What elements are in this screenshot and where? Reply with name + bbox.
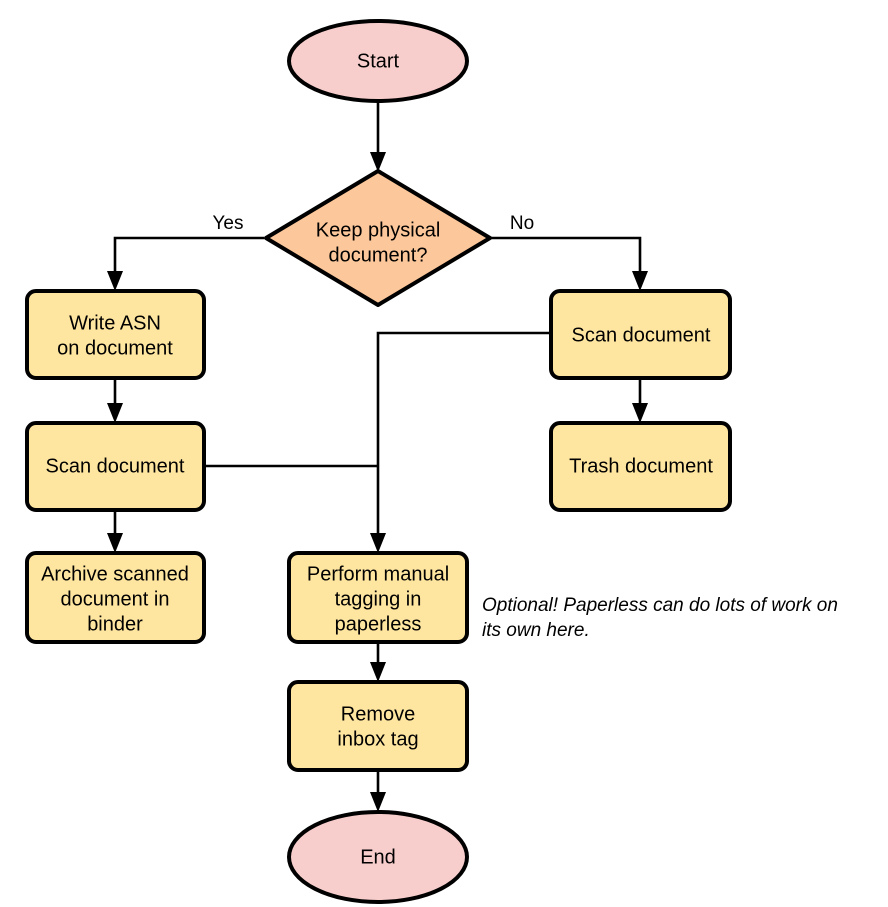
node-trash-document[interactable]: Trash document — [549, 421, 732, 512]
archive-label-line2: document in — [61, 588, 170, 610]
manual-tagging-label-line2: tagging in — [335, 588, 422, 610]
edge-label-yes: Yes — [213, 213, 244, 234]
scan-left-label: Scan document — [46, 455, 185, 477]
annotation-line1: Optional! Paperless can do lots of work … — [482, 595, 838, 616]
decision-diamond-shape — [264, 169, 492, 307]
edge-decision-no-to-scan-right — [491, 236, 648, 291]
node-end[interactable]: End — [287, 810, 469, 904]
trash-box-shape — [549, 421, 732, 512]
scan-left-box-shape — [25, 421, 206, 512]
edge-label-no: No — [510, 213, 534, 234]
edge-write-asn-to-scan-left — [107, 378, 123, 423]
decision-label-line2: document? — [329, 244, 428, 266]
node-scan-document-left[interactable]: Scan document — [25, 421, 206, 512]
node-start[interactable]: Start — [287, 19, 469, 103]
manual-tagging-label-line3: paperless — [335, 613, 422, 635]
decision-label-line1: Keep physical — [316, 219, 441, 241]
manual-tagging-box-shape — [287, 551, 469, 644]
node-scan-document-right[interactable]: Scan document — [549, 289, 732, 380]
node-write-asn-on-document[interactable]: Write ASN on document — [25, 289, 206, 380]
edge-manual-tagging-to-remove-inbox — [370, 642, 386, 682]
archive-label-line1: Archive scanned — [41, 563, 189, 585]
trash-label: Trash document — [569, 455, 713, 477]
end-ellipse-shape — [287, 810, 469, 904]
edge-scan-left-to-archive — [107, 510, 123, 553]
write-asn-box-shape — [25, 289, 206, 380]
start-ellipse-shape — [287, 19, 469, 103]
annotation-line2: its own here. — [482, 620, 590, 641]
end-label: End — [360, 846, 396, 868]
edge-scan-right-to-manual-tagging — [370, 331, 551, 553]
archive-box-shape — [25, 551, 206, 644]
start-label: Start — [357, 50, 400, 72]
write-asn-label-line2: on document — [57, 337, 173, 359]
remove-inbox-label-line1: Remove — [341, 703, 415, 725]
annotation-note: Optional! Paperless can do lots of work … — [482, 595, 838, 641]
manual-tagging-label-line1: Perform manual — [307, 563, 449, 585]
edge-decision-yes-to-write-asn — [107, 236, 264, 291]
scan-right-box-shape — [549, 289, 732, 380]
edge-start-to-decision — [370, 101, 386, 172]
node-perform-manual-tagging[interactable]: Perform manual tagging in paperless — [287, 551, 469, 644]
edge-remove-inbox-to-end — [370, 770, 386, 812]
remove-inbox-label-line2: inbox tag — [337, 728, 418, 750]
node-archive-scanned-document[interactable]: Archive scanned document in binder — [25, 551, 206, 644]
scan-right-label: Scan document — [572, 324, 711, 346]
edge-scan-right-to-trash — [632, 378, 648, 423]
write-asn-label-line1: Write ASN — [69, 312, 161, 334]
node-remove-inbox-tag[interactable]: Remove inbox tag — [287, 680, 469, 772]
archive-label-line3: binder — [87, 613, 143, 635]
remove-inbox-box-shape — [287, 680, 469, 772]
node-decision-keep-physical-document[interactable]: Keep physical document? — [264, 169, 492, 307]
